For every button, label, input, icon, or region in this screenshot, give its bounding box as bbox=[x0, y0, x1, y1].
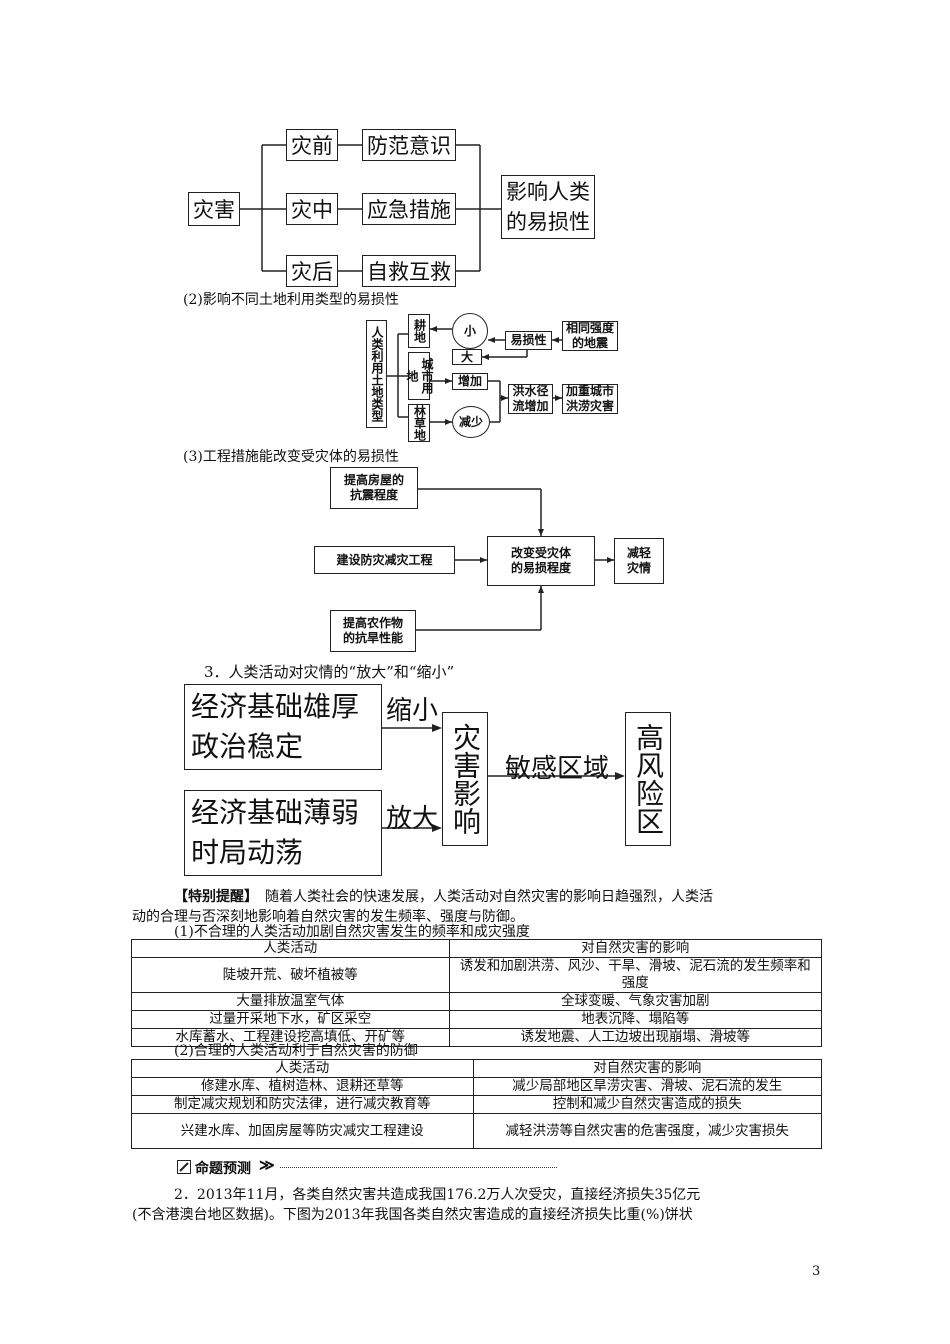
shrink-label: 缩小 bbox=[386, 696, 439, 726]
center-line2: 的易损程度 bbox=[510, 561, 571, 575]
farmland-box: 耕地 bbox=[408, 314, 430, 348]
crop-line1: 提高农作物 bbox=[342, 616, 403, 630]
urban-flood-box: 加重城市 洪涝灾害 bbox=[562, 384, 618, 414]
table-cell: 全球变暖、气象灾害加剧 bbox=[448, 992, 823, 1011]
prediction-divider bbox=[280, 1167, 557, 1168]
table-cell: 地表沉降、塌陷等 bbox=[448, 1010, 823, 1029]
table-cell: 大量排放温室气体 bbox=[131, 992, 450, 1011]
result-line1: 影响人类 bbox=[506, 180, 590, 204]
table-row: 陡坡开荒、破坏植被等 诱发和加剧洪涝、风沙、干旱、滑坡、泥石流的发生频率和强度 bbox=[131, 957, 823, 993]
reminder-line1: 【特别提醒】 随着人类社会的快速发展，人类活动对自然灾害的影响日趋强烈，人类活 bbox=[174, 887, 814, 907]
house-line2: 抗震程度 bbox=[349, 488, 398, 502]
vulnerability-result-box: 影响人类 的易损性 bbox=[501, 175, 595, 239]
table-cell: 陡坡开荒、破坏植被等 bbox=[131, 957, 450, 993]
table-cell: 过量开采地下水，矿区采空 bbox=[131, 1010, 450, 1029]
heading3: 3．人类活动对灾情的“放大”和“缩小” bbox=[204, 663, 455, 681]
prediction-label: 命题预测 bbox=[195, 1161, 251, 1177]
table-row: 兴建水库、加固房屋等防灾减灾工程建设 减轻洪涝等自然灾害的危害强度，减少灾害损失 bbox=[131, 1113, 822, 1149]
house-line1: 提高房屋的 bbox=[343, 473, 404, 487]
reminder-text2: 动的合理与否深刻地影响着自然灾害的发生频率、强度与防御。 bbox=[132, 909, 524, 925]
disaster-box: 灾害 bbox=[188, 192, 240, 226]
table-row: 水库蓄水、工程建设挖高填低、开矿等 诱发地震、人工边坡出现崩塌、滑坡等 bbox=[131, 1028, 823, 1047]
action-emergency-box: 应急措施 bbox=[362, 193, 456, 225]
table-header-cell: 对自然灾害的影响 bbox=[448, 939, 823, 958]
table-row: 过量开采地下水，矿区采空 地表沉降、塌陷等 bbox=[131, 1010, 823, 1029]
house-box: 提高房屋的 抗震程度 bbox=[330, 467, 418, 509]
high-risk-box: 高风险区 bbox=[625, 712, 671, 846]
table-cell: 水库蓄水、工程建设挖高填低、开矿等 bbox=[131, 1028, 450, 1047]
table-cell: 控制和减少自然灾害造成的损失 bbox=[472, 1095, 822, 1114]
table1: 人类活动 对自然灾害的影响 陡坡开荒、破坏植被等 诱发和加剧洪涝、风沙、干旱、滑… bbox=[131, 939, 823, 1047]
flood-line2: 洪涝灾害 bbox=[565, 399, 614, 413]
strong-line1: 经济基础雄厚 bbox=[191, 690, 360, 723]
forest-grass-box: 林草地 bbox=[408, 404, 430, 442]
project-box: 建设防灾减灾工程 bbox=[314, 546, 455, 574]
crop-box: 提高农作物 的抗旱性能 bbox=[330, 610, 416, 652]
pencil-icon bbox=[177, 1160, 191, 1174]
amplify-label: 放大 bbox=[386, 804, 439, 834]
table2: 人类活动 对自然灾害的影响 修建水库、植树造林、退耕还草等 减少局部地区旱涝灾害… bbox=[131, 1059, 822, 1149]
decrease-circle: 减少 bbox=[452, 406, 490, 438]
quake-line2: 的地震 bbox=[571, 336, 608, 350]
result-line2: 的易损性 bbox=[506, 210, 590, 234]
reduce-line2: 灾情 bbox=[626, 561, 651, 575]
table-row: 大量排放温室气体 全球变暖、气象灾害加剧 bbox=[131, 992, 823, 1011]
table-cell: 减少局部地区旱涝灾害、滑坡、泥石流的发生 bbox=[472, 1077, 822, 1096]
quake-box: 相同强度 的地震 bbox=[562, 321, 618, 351]
question-line1: 2．2013年11月，各类自然灾害共造成我国176.2万人次受灾，直接经济损失3… bbox=[174, 1187, 701, 1203]
table2-caption: (2)合理的人类活动利于自然灾害的防御 bbox=[174, 1043, 418, 1059]
reminder-label: 【特别提醒】 bbox=[174, 889, 251, 905]
urban-land-box: 城市用地 bbox=[405, 352, 434, 400]
table-header-cell: 对自然灾害的影响 bbox=[472, 1059, 822, 1078]
table-cell: 兴建水库、加固房屋等防灾减灾工程建设 bbox=[131, 1113, 474, 1149]
runoff-box: 洪水径 流增加 bbox=[508, 384, 553, 414]
stage-during-box: 灾中 bbox=[286, 193, 338, 225]
table-cell: 修建水库、植树造林、退耕还草等 bbox=[131, 1077, 474, 1096]
table-header-row: 人类活动 对自然灾害的影响 bbox=[131, 939, 823, 958]
increase-box: 增加 bbox=[452, 373, 488, 390]
table-cell: 减轻洪涝等自然灾害的危害强度，减少灾害损失 bbox=[472, 1113, 822, 1149]
big-box: 大 bbox=[452, 349, 482, 365]
prediction-arrows: ≫ bbox=[259, 1156, 275, 1174]
center-line1: 改变受灾体 bbox=[510, 546, 571, 560]
small-circle: 小 bbox=[452, 313, 488, 349]
disaster-impact-box: 灾害影响 bbox=[442, 712, 488, 846]
runoff-line1: 洪水径 bbox=[512, 384, 549, 398]
sensitive-area-label: 敏感区域 bbox=[505, 754, 610, 784]
table-header-row: 人类活动 对自然灾害的影响 bbox=[131, 1059, 822, 1078]
runoff-line2: 流增加 bbox=[512, 399, 549, 413]
action-selfrescue-box: 自救互救 bbox=[362, 255, 456, 287]
weak-line2: 时局动荡 bbox=[191, 836, 304, 869]
weak-line1: 经济基础薄弱 bbox=[191, 796, 360, 829]
question-line2: (不含港澳台地区数据)。下图为2013年我国各类自然灾害造成的直接经济损失比重(… bbox=[132, 1207, 693, 1223]
table-row: 制定减灾规划和防灾法律，进行减灾教育等 控制和减少自然灾害造成的损失 bbox=[131, 1095, 822, 1114]
vulnerability-box: 易损性 bbox=[505, 331, 552, 350]
weak-economy-box: 经济基础薄弱 时局动荡 bbox=[184, 790, 382, 876]
section3-title: (3)工程措施能改变受灾体的易损性 bbox=[183, 449, 399, 465]
table-cell: 制定减灾规划和防灾法律，进行减灾教育等 bbox=[131, 1095, 474, 1114]
stage-before-box: 灾前 bbox=[286, 129, 338, 161]
stage-after-box: 灾后 bbox=[286, 255, 338, 287]
strong-line2: 政治稳定 bbox=[191, 730, 304, 763]
section2-title: (2)影响不同土地利用类型的易损性 bbox=[183, 292, 399, 308]
table-row: 修建水库、植树造林、退耕还草等 减少局部地区旱涝灾害、滑坡、泥石流的发生 bbox=[131, 1077, 822, 1096]
reduce-disaster-box: 减轻 灾情 bbox=[614, 538, 664, 584]
land-use-root-box: 人类利用土地类型 bbox=[366, 320, 387, 428]
strong-economy-box: 经济基础雄厚 政治稳定 bbox=[184, 684, 382, 770]
reminder-text1: 随着人类社会的快速发展，人类活动对自然灾害的影响日趋强烈，人类活 bbox=[251, 889, 713, 905]
table-header-cell: 人类活动 bbox=[131, 939, 450, 958]
table-header-cell: 人类活动 bbox=[131, 1059, 474, 1078]
table-cell: 诱发和加剧洪涝、风沙、干旱、滑坡、泥石流的发生频率和强度 bbox=[448, 957, 823, 993]
flood-line1: 加重城市 bbox=[565, 384, 614, 398]
change-vulnerability-box: 改变受灾体 的易损程度 bbox=[487, 536, 595, 586]
reduce-line1: 减轻 bbox=[626, 546, 651, 560]
table1-caption: (1)不合理的人类活动加剧自然灾害发生的频率和成灾强度 bbox=[174, 924, 530, 940]
action-prevention-box: 防范意识 bbox=[362, 129, 456, 161]
table-cell: 诱发地震、人工边坡出现崩塌、滑坡等 bbox=[448, 1028, 823, 1047]
crop-line2: 的抗旱性能 bbox=[342, 631, 403, 645]
page-number: 3 bbox=[812, 1264, 821, 1279]
quake-line1: 相同强度 bbox=[565, 321, 614, 335]
